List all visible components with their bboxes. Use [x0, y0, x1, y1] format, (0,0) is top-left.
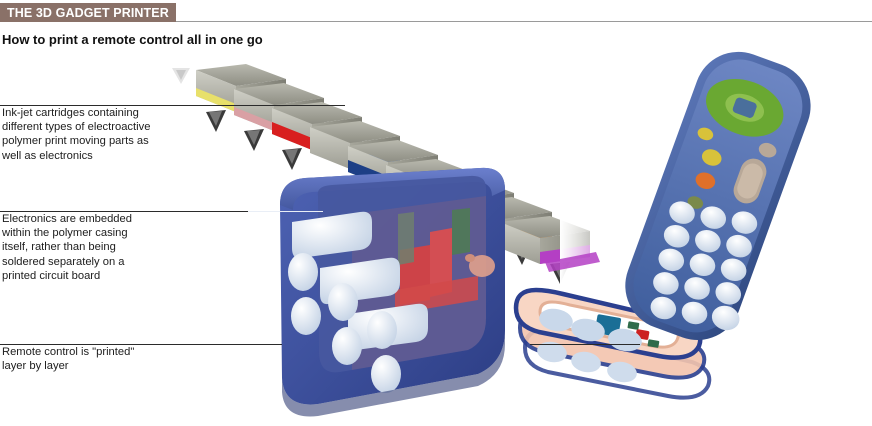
caption-line: polymer print moving parts as	[2, 135, 149, 148]
casing-buttons	[288, 211, 428, 393]
caption-line: printed circuit board	[2, 269, 101, 282]
printed-layer-stack	[513, 252, 712, 400]
finished-remote	[625, 51, 811, 340]
caption-line: layer by layer	[2, 360, 69, 373]
cartridge-unit	[234, 83, 324, 151]
header-bar: THE 3D GADGET PRINTER	[0, 3, 176, 22]
caption-line: Remote control is "printed"	[2, 346, 135, 358]
leader-line-layers	[0, 344, 282, 345]
header-divider	[155, 21, 872, 22]
nav-ring	[706, 78, 784, 137]
caption-line: different types of electroactive	[2, 121, 151, 134]
leader-line-cartridges	[0, 105, 345, 106]
leader-line-layers-right	[530, 344, 640, 345]
printed-casing	[280, 167, 505, 417]
caption-layers: Remote control is "printed" layer by lay…	[2, 345, 207, 373]
page-title: THE 3D GADGET PRINTER	[7, 5, 169, 20]
keypad	[650, 201, 758, 331]
button-yellow	[701, 149, 722, 166]
button-olive	[687, 196, 704, 209]
caption-line: within the polymer casing	[2, 227, 128, 240]
button-yellow	[697, 127, 714, 141]
leader-line-electronics-over-casing	[248, 211, 323, 212]
caption-electronics: Electronics are embedded within the poly…	[2, 212, 207, 283]
button-silver	[758, 142, 777, 158]
subtitle: How to print a remote control all in one…	[2, 32, 263, 47]
caption-cartridges: Ink-jet cartridges containing different …	[2, 106, 207, 163]
caption-line: Electronics are embedded	[2, 213, 132, 225]
printed-buttons	[537, 308, 642, 383]
button-orange	[695, 172, 716, 189]
caption-line: soldered separately on a	[2, 255, 125, 268]
caption-line: itself, rather than being	[2, 241, 116, 254]
caption-line: Ink-jet cartridges containing	[2, 107, 139, 119]
leader-line-electronics	[0, 211, 248, 212]
caption-line: well as electronics	[2, 149, 93, 162]
ink-droplet-icon	[172, 68, 190, 84]
